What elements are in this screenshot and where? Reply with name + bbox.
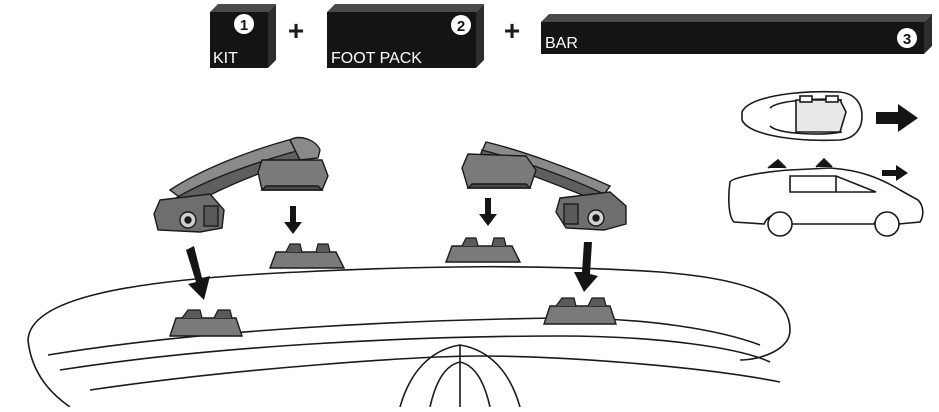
down-arrow-icon xyxy=(284,206,302,234)
vehicle-roof xyxy=(27,265,791,408)
roof-foot-pad-right-front xyxy=(543,297,617,325)
down-arrow-icon xyxy=(479,198,497,226)
right-arrow-icon xyxy=(876,104,918,132)
foot-pack-number: 2 xyxy=(457,18,465,35)
roof-foot-pad-left-front xyxy=(169,309,243,337)
down-arrow-icon xyxy=(574,242,598,292)
kit-number: 1 xyxy=(240,17,248,34)
roof-foot-pad-right-rear xyxy=(444,237,522,263)
plus-sign: + xyxy=(288,15,304,46)
kit-label: KIT xyxy=(213,50,238,67)
bar-number: 3 xyxy=(903,31,911,48)
right-foot-assembly xyxy=(461,141,627,231)
left-foot-assembly xyxy=(153,136,329,233)
foot-pack-block: 2 FOOT PACK xyxy=(327,4,484,68)
bar-label: BAR xyxy=(545,35,578,52)
roof-foot-pad-left-rear xyxy=(268,243,346,269)
kit-block: 1 KIT xyxy=(210,4,276,68)
side-view-car-icon xyxy=(728,157,924,237)
down-arrow-icon xyxy=(186,246,210,300)
foot-pack-label: FOOT PACK xyxy=(331,50,422,67)
bar-block: 3 BAR xyxy=(541,14,932,54)
top-view-car-icon xyxy=(741,90,863,142)
plus-sign: + xyxy=(504,15,520,46)
right-arrow-icon xyxy=(882,165,908,181)
